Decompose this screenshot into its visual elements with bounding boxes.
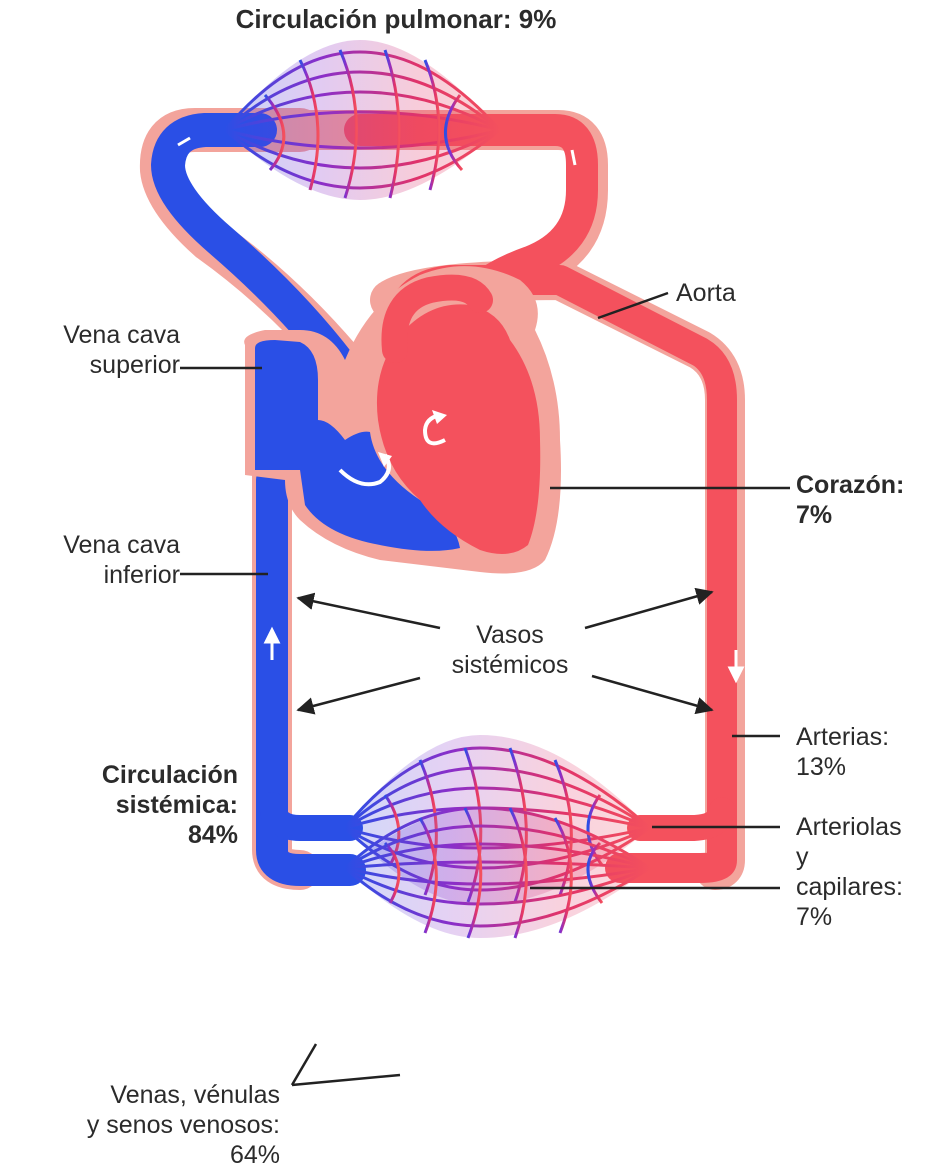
label-arteriolas-line-2: y	[796, 842, 903, 872]
label-arterias-line-1: Arterias:	[796, 722, 889, 752]
label-vena-cava-inferior: Vena cava inferior	[20, 530, 180, 590]
label-arteriolas-line-3: capilares:	[796, 872, 903, 902]
label-arteriolas-line-1: Arteriolas	[796, 812, 903, 842]
label-corazon-line-1: Corazón:	[796, 470, 904, 500]
label-vasos-line-1: Vasos	[400, 620, 620, 650]
label-arteriolas-line-4: 7%	[796, 902, 903, 932]
label-vena-cava-superior-line-1: Vena cava	[20, 320, 180, 350]
pointer-venas-1	[292, 1044, 316, 1085]
pointer-venas-2	[292, 1075, 400, 1085]
label-circulacion-sistemica: Circulación sistémica: 84%	[20, 760, 238, 850]
pointer-vasos-4	[592, 676, 712, 710]
label-vena-cava-inferior-line-1: Vena cava	[20, 530, 180, 560]
label-corazon: Corazón: 7%	[796, 470, 904, 530]
label-vena-cava-inferior-line-2: inferior	[20, 560, 180, 590]
label-aorta: Aorta	[676, 278, 736, 308]
label-circulacion-sistemica-line-2: sistémica:	[20, 790, 238, 820]
label-venas-line-1: Venas, vénulas	[20, 1080, 280, 1110]
label-venas: Venas, vénulas y senos venosos: 64%	[20, 1080, 280, 1170]
label-arterias-line-2: 13%	[796, 752, 889, 782]
label-arterias: Arterias: 13%	[796, 722, 889, 782]
label-venas-line-3: 64%	[20, 1140, 280, 1170]
label-corazon-line-2: 7%	[796, 500, 904, 530]
pointer-vasos-3	[298, 678, 420, 710]
label-vena-cava-superior: Vena cava superior	[20, 320, 180, 380]
label-pulmonary: Circulación pulmonar: 9%	[196, 4, 596, 34]
label-arteriolas: Arteriolas y capilares: 7%	[796, 812, 903, 932]
label-venas-line-2: y senos venosos:	[20, 1110, 280, 1140]
label-circulacion-sistemica-line-3: 84%	[20, 820, 238, 850]
label-vena-cava-superior-line-2: superior	[20, 350, 180, 380]
label-vasos-sistemicos: Vasos sistémicos	[400, 620, 620, 680]
pulmonary-capillary-bed	[225, 40, 500, 200]
label-circulacion-sistemica-line-1: Circulación	[20, 760, 238, 790]
label-vasos-line-2: sistémicos	[400, 650, 620, 680]
